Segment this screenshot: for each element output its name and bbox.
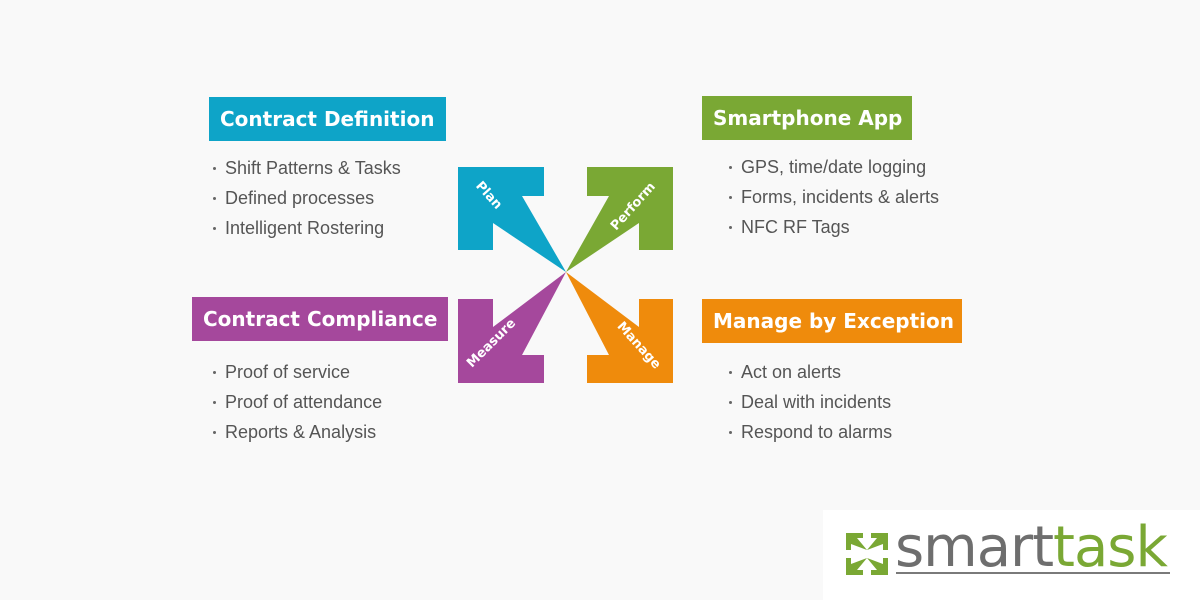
plan-arrow [458, 167, 566, 272]
list-item: Respond to alarms [729, 417, 892, 447]
manage-by-exception-list: Act on alerts Deal with incidents Respon… [729, 357, 892, 447]
manage-by-exception-heading: Manage by Exception [702, 299, 962, 343]
list-item: Shift Patterns & Tasks [213, 153, 401, 183]
logo-panel [823, 510, 1200, 600]
bullet-icon [213, 430, 216, 434]
bullet-icon [213, 370, 216, 374]
bullet-icon [213, 400, 216, 404]
bullet-icon [213, 226, 216, 230]
smartphone-app-heading: Smartphone App [702, 96, 912, 140]
list-item: Forms, incidents & alerts [729, 182, 939, 212]
contract-compliance-list: Proof of service Proof of attendance Rep… [213, 357, 382, 447]
bullet-icon [729, 225, 732, 229]
measure-arrow [458, 272, 566, 383]
bullet-icon [729, 165, 732, 169]
list-item: Reports & Analysis [213, 417, 382, 447]
list-item: Defined processes [213, 183, 401, 213]
manage-arrow [566, 272, 673, 383]
list-item: Intelligent Rostering [213, 213, 401, 243]
list-item: NFC RF Tags [729, 212, 939, 242]
bullet-icon [729, 195, 732, 199]
contract-definition-heading: Contract Definition [209, 97, 446, 141]
bullet-icon [213, 196, 216, 200]
list-item: Proof of service [213, 357, 382, 387]
list-item: Act on alerts [729, 357, 892, 387]
bullet-icon [213, 166, 216, 170]
logo-text-smart: smart [895, 515, 1054, 580]
list-item: Deal with incidents [729, 387, 892, 417]
bullet-icon [729, 370, 732, 374]
contract-compliance-heading: Contract Compliance [192, 297, 448, 341]
perform-arrow [566, 167, 673, 272]
logo-text-task: task [1053, 515, 1168, 580]
contract-definition-list: Shift Patterns & Tasks Defined processes… [213, 153, 401, 243]
list-item: Proof of attendance [213, 387, 382, 417]
bullet-icon [729, 400, 732, 404]
four-arrows-icon [846, 533, 888, 575]
smartphone-app-list: GPS, time/date logging Forms, incidents … [729, 152, 939, 242]
bullet-icon [729, 430, 732, 434]
list-item: GPS, time/date logging [729, 152, 939, 182]
logo-underline [896, 572, 1170, 574]
smarttask-logo: smarttask [895, 515, 1168, 580]
